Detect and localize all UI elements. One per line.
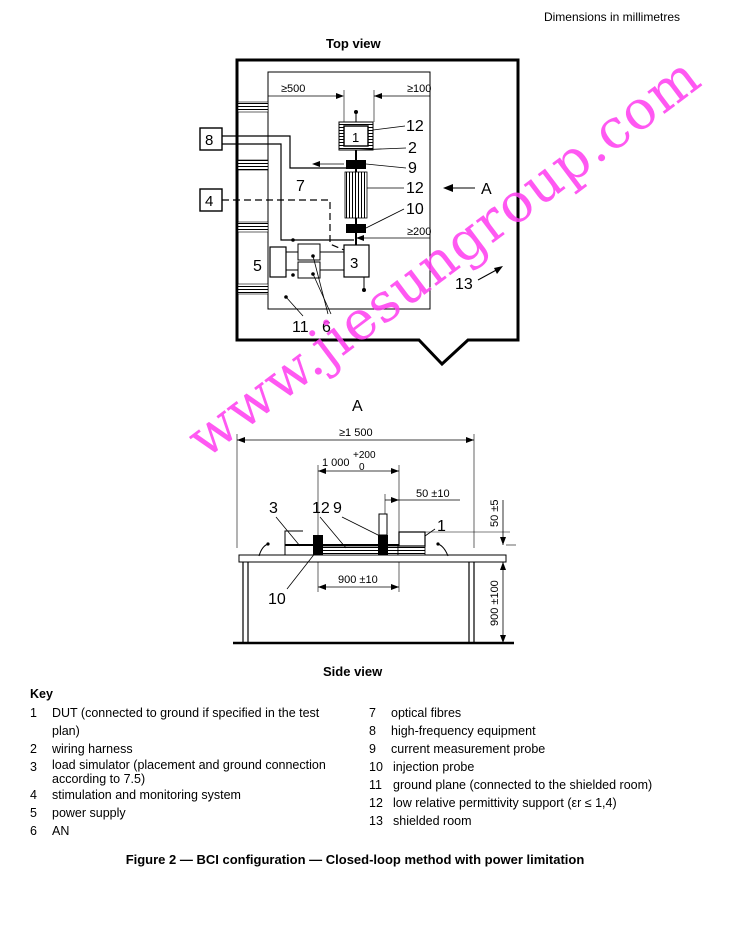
load-simulator-box (343, 244, 370, 278)
power-supply-box (269, 246, 287, 278)
label-5: 5 (253, 258, 262, 275)
label-12-dut: 12 (406, 118, 424, 135)
ground-plane (267, 71, 431, 310)
label-2: 2 (408, 140, 417, 157)
side-view-title: Side view (323, 664, 383, 679)
side-label-3: 3 (269, 500, 278, 517)
side-label-9: 9 (333, 500, 342, 517)
wall-feedthrough (237, 221, 269, 233)
label-6: 6 (322, 319, 331, 336)
label-3-top: 3 (350, 255, 358, 272)
harness-support (344, 171, 368, 219)
injection-probe (346, 224, 366, 233)
side-dut-box (398, 531, 426, 547)
wall-feedthrough (237, 283, 269, 295)
dim-1000: 1 000 (322, 457, 350, 469)
label-A-arrow: A (481, 181, 492, 198)
dim-900-horizontal: 900 ±10 (338, 574, 378, 586)
label-9-top: 9 (408, 160, 417, 177)
wall-feedthrough (237, 159, 269, 171)
current-probe (346, 160, 366, 169)
label-1-top: 1 (352, 130, 359, 145)
shielded-room-outline (235, 58, 520, 367)
figure-caption: Figure 2 — BCI configuration — Closed-lo… (125, 852, 585, 867)
side-label-1: 1 (437, 518, 446, 535)
top-view-diagram: ≥500 ≥100 1 12 2 9 12 10 ≥200 8 7 4 A 3 (199, 58, 520, 645)
dut-box (343, 125, 369, 147)
dim-900-pm100: 900 ±100 (489, 580, 501, 626)
label-7: 7 (296, 178, 305, 195)
dim-tol-plus200: +200 (353, 450, 376, 461)
hf-equipment-box (199, 127, 223, 151)
label-8: 8 (205, 132, 213, 149)
key-title: Key (30, 687, 53, 701)
dim-ge1500: ≥1 500 (339, 427, 373, 439)
dimensions-note: Dimensions in millimetres (543, 10, 680, 24)
label-4: 4 (205, 193, 213, 210)
dim-ge100: ≥100 (407, 83, 431, 95)
dim-50-pm10: 50 ±10 (416, 488, 450, 500)
side-label-10: 10 (268, 591, 286, 608)
label-11: 11 (292, 319, 309, 336)
side-view-letter: A (352, 398, 363, 415)
label-12-harness: 12 (406, 180, 424, 197)
side-ground-plane (238, 554, 507, 563)
label-13: 13 (455, 276, 473, 293)
label-10-top: 10 (406, 201, 424, 218)
dim-50-pm5: 50 ±5 (489, 500, 501, 527)
dim-ge500: ≥500 (281, 83, 305, 95)
dim-ge200: ≥200 (407, 226, 431, 238)
top-view-title: Top view (326, 36, 381, 51)
side-dut-support (397, 545, 426, 556)
an-box (297, 243, 321, 261)
side-injection-probe (313, 535, 323, 555)
side-current-probe (378, 535, 388, 555)
dim-tol-zero: 0 (359, 462, 365, 473)
wall-feedthrough (237, 101, 269, 113)
side-label-12: 12 (312, 500, 330, 517)
